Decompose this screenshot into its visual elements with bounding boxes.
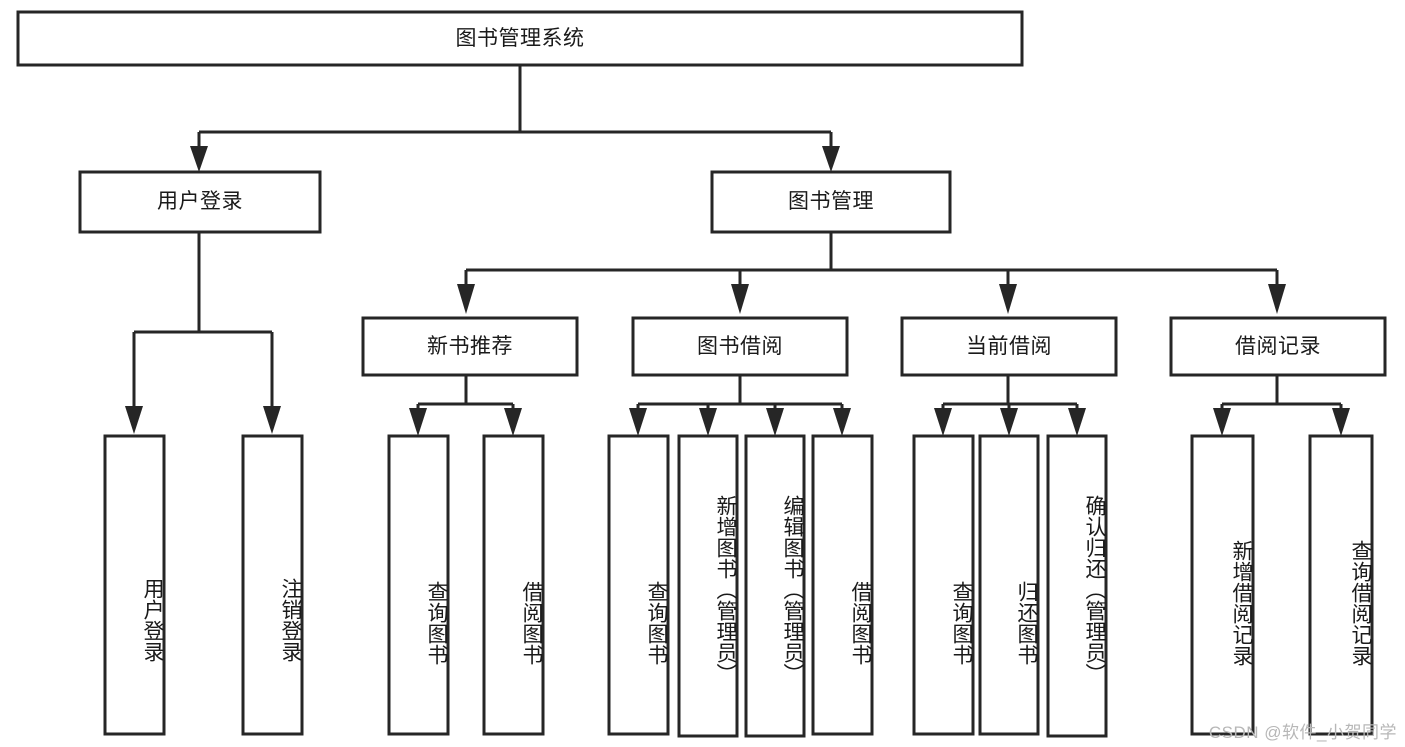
arrow-to-book-mgmt xyxy=(822,146,840,172)
node-box-leaf-10[interactable] xyxy=(1046,434,1108,738)
node-box-leaf-5[interactable] xyxy=(677,434,739,738)
arrow-nbr-child2 xyxy=(504,408,522,436)
node-box-leaf-2[interactable] xyxy=(387,434,450,736)
arrow-to-user-login-leaf xyxy=(125,406,143,434)
arrow-to-new-book-rec xyxy=(457,284,475,314)
node-box-new-book-rec[interactable] xyxy=(361,316,579,377)
arrow-tsjy-child1 xyxy=(629,408,647,436)
arrow-jyjl-child1 xyxy=(1213,408,1231,436)
node-box-leaf-12[interactable] xyxy=(1308,434,1374,736)
arrow-dqjy-child1 xyxy=(934,408,952,436)
node-box-user-login[interactable] xyxy=(78,170,322,234)
arrow-to-current-borrow xyxy=(999,284,1017,314)
node-box-book-mgmt[interactable] xyxy=(710,170,952,234)
node-box-leaf-8[interactable] xyxy=(912,434,975,736)
node-box-leaf-11[interactable] xyxy=(1190,434,1255,736)
boxes-group xyxy=(16,10,1387,738)
arrow-nbr-child1 xyxy=(409,408,427,436)
arrow-to-user-login xyxy=(190,146,208,172)
node-box-leaf-3[interactable] xyxy=(482,434,545,736)
node-box-leaf-6[interactable] xyxy=(744,434,806,738)
node-box-borrow-record[interactable] xyxy=(1169,316,1387,377)
csdn-watermark: CSDN @软件_小贺同学 xyxy=(1208,723,1397,742)
arrow-to-book-borrow xyxy=(731,284,749,314)
arrow-jyjl-child2 xyxy=(1332,408,1350,436)
arrow-to-borrow-record xyxy=(1268,284,1286,314)
arrow-tsjy-child4 xyxy=(833,408,851,436)
arrow-tsjy-child3 xyxy=(766,408,784,436)
node-box-leaf-0[interactable] xyxy=(103,434,166,736)
arrow-to-logout-leaf xyxy=(263,406,281,434)
arrow-dqjy-child2 xyxy=(1000,408,1018,436)
arrow-dqjy-child3 xyxy=(1068,408,1086,436)
node-box-leaf-9[interactable] xyxy=(978,434,1040,736)
node-box-root[interactable] xyxy=(16,10,1024,67)
node-box-leaf-4[interactable] xyxy=(607,434,670,736)
node-box-current-borrow[interactable] xyxy=(900,316,1118,377)
node-box-leaf-1[interactable] xyxy=(241,434,304,736)
edges-group xyxy=(125,65,1350,436)
node-box-book-borrow[interactable] xyxy=(631,316,849,377)
arrow-tsjy-child2 xyxy=(699,408,717,436)
node-box-leaf-7[interactable] xyxy=(811,434,874,736)
